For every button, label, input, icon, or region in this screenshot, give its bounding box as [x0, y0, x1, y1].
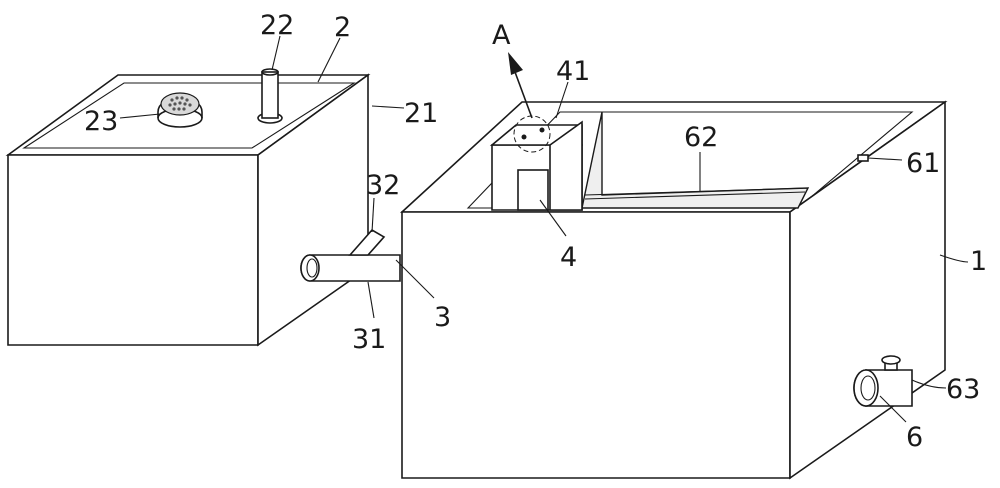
label-2: 2 — [334, 12, 351, 43]
label-6: 6 — [906, 422, 923, 453]
label-63: 63 — [946, 374, 980, 405]
label-31: 31 — [352, 324, 386, 355]
inlet-pipe — [257, 68, 283, 124]
label-22: 22 — [260, 10, 294, 41]
label-32: 32 — [366, 170, 400, 201]
label-21: 21 — [404, 98, 438, 129]
label-61: 61 — [906, 148, 940, 179]
label-4: 4 — [560, 242, 577, 273]
bracket — [489, 115, 583, 211]
leader-lines — [119, 35, 969, 423]
label-a: A — [492, 20, 511, 51]
view-arrow-a — [508, 52, 533, 119]
label-3: 3 — [434, 302, 451, 333]
label-62: 62 — [684, 122, 718, 153]
filter-cap — [157, 92, 203, 128]
reference-labels: 22 2 23 21 A 41 62 61 32 1 4 3 31 63 6 — [84, 10, 987, 453]
left-tank — [5, 73, 371, 347]
drain-valve — [853, 355, 913, 407]
label-41: 41 — [556, 56, 590, 87]
right-tank — [399, 100, 948, 480]
label-1: 1 — [970, 246, 987, 277]
label-23: 23 — [84, 106, 118, 137]
connecting-pipe — [300, 228, 401, 282]
